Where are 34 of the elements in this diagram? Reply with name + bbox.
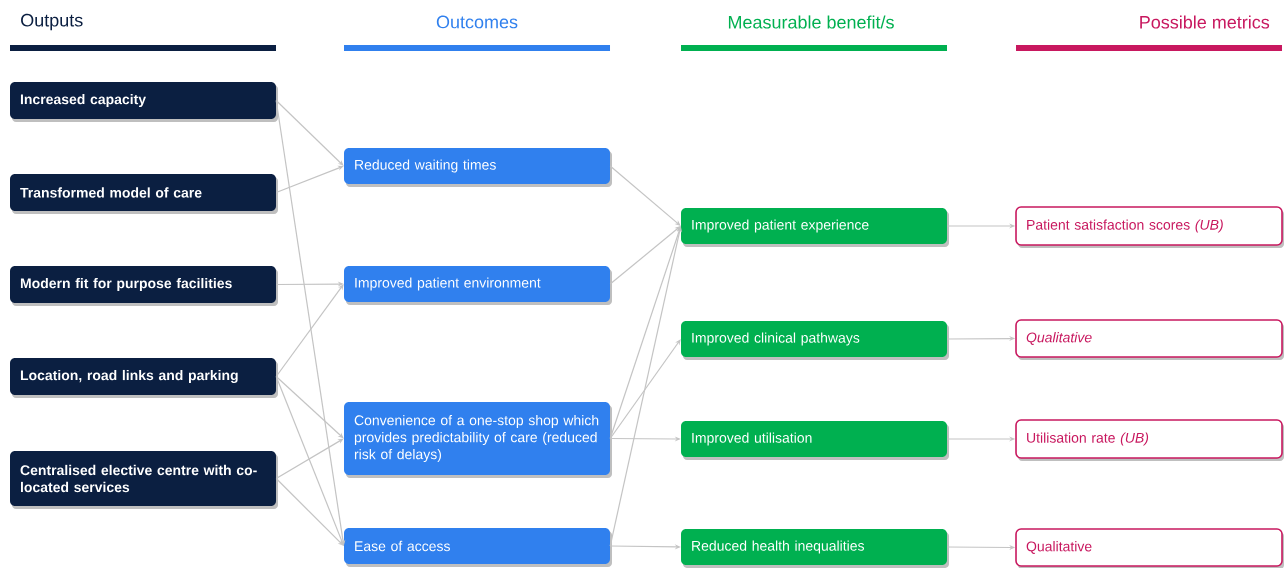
arrow xyxy=(275,99,346,546)
arrow xyxy=(275,284,344,378)
metric-box: Utilisation rate (UB) xyxy=(1015,419,1283,459)
outcome-box: Reduced waiting times xyxy=(344,148,610,184)
column-heading: Outcomes xyxy=(436,15,518,29)
arrow xyxy=(609,165,681,226)
output-box: Modern fit for purpose facilities xyxy=(10,266,276,303)
benefit-box: Improved clinical pathways xyxy=(681,321,947,357)
arrow xyxy=(275,375,344,439)
benefit-box: Improved patient experience xyxy=(681,208,947,244)
outcome-box: Convenience of a one-stop shop which provides predictability of care (reduced risk of delays) xyxy=(344,402,610,475)
output-box: Centralised elective centre with co-located services xyxy=(10,451,276,506)
arrow xyxy=(275,165,344,194)
arrow xyxy=(609,339,681,440)
arrow xyxy=(275,375,344,546)
arrow xyxy=(275,477,344,546)
metric-box: Patient satisfaction scores (UB) xyxy=(1015,206,1283,246)
metric-box: Qualitative xyxy=(1015,528,1283,567)
outcome-box: Improved patient environment xyxy=(344,266,610,302)
benefit-box: Improved utilisation xyxy=(681,421,947,457)
column-heading: Possible metrics xyxy=(1140,15,1270,29)
arrow xyxy=(609,226,682,547)
metric-box: Qualitative xyxy=(1015,319,1283,358)
arrow xyxy=(275,99,344,166)
output-box: Location, road links and parking xyxy=(10,358,276,395)
output-box: Transformed model of care xyxy=(10,174,276,211)
arrow xyxy=(609,226,682,440)
arrow xyxy=(609,226,681,285)
outcome-box: Ease of access xyxy=(344,528,610,564)
arrow xyxy=(275,438,344,480)
benefit-box: Reduced health inequalities xyxy=(681,529,947,565)
column-heading: Outputs xyxy=(21,13,83,31)
output-box: Increased capacity xyxy=(10,82,276,119)
column-heading: Measurable benefit/s xyxy=(728,15,894,29)
